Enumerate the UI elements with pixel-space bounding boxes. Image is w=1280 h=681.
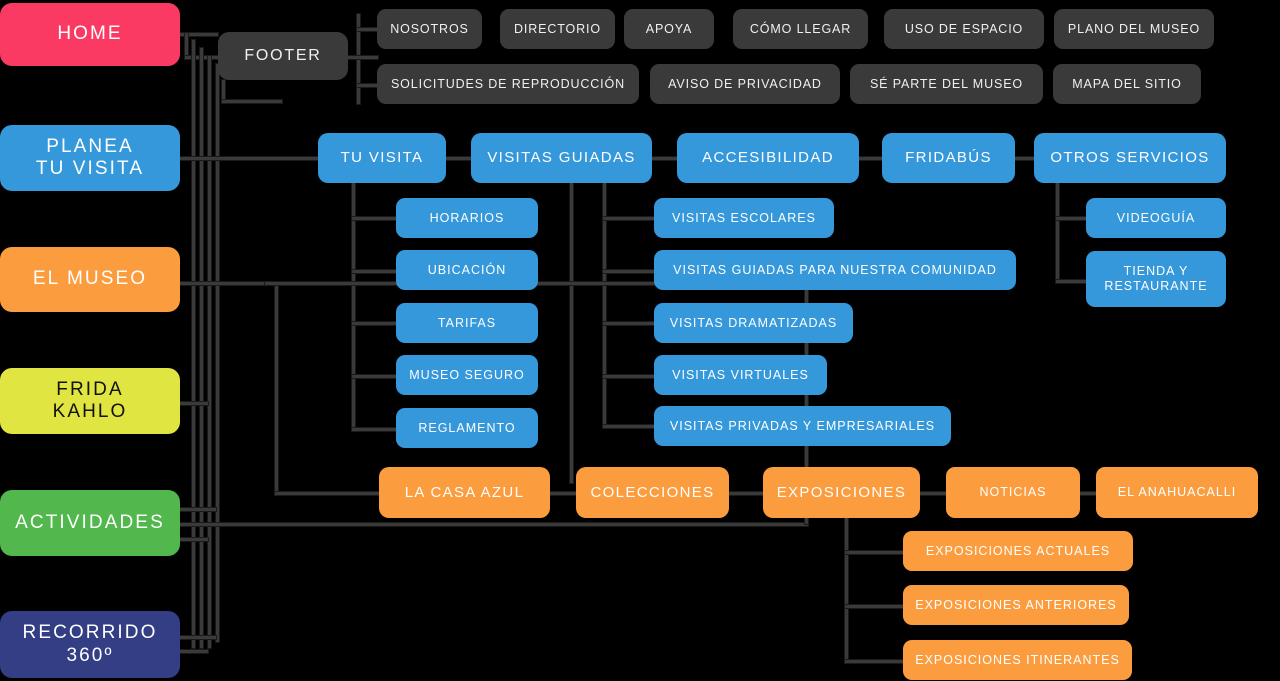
connector	[185, 33, 188, 58]
connector	[603, 217, 655, 220]
node-noticias[interactable]: NOTICIAS	[946, 467, 1080, 518]
footer-link-se-parte-del-museo[interactable]: SÉ PARTE DEL MUSEO	[850, 64, 1043, 104]
connector	[275, 282, 278, 494]
connector	[651, 157, 679, 160]
connector	[1056, 217, 1088, 220]
connector	[352, 270, 397, 273]
node-exposiciones-itinerantes[interactable]: EXPOSICIONES ITINERANTES	[903, 640, 1132, 680]
connector	[348, 56, 378, 59]
nav-item-el-museo[interactable]: EL MUSEO	[0, 247, 180, 312]
connector	[178, 402, 208, 405]
node-exposiciones-actuales[interactable]: EXPOSICIONES ACTUALES	[903, 531, 1133, 571]
node-tarifas[interactable]: TARIFAS	[396, 303, 538, 343]
node-la-casa-azul[interactable]: LA CASA AZUL	[379, 467, 550, 518]
nav-item-actividades[interactable]: ACTIVIDADES	[0, 490, 180, 556]
connector	[845, 551, 905, 554]
connector	[1080, 492, 1098, 495]
node-visitas-dramatizadas[interactable]: VISITAS DRAMATIZADAS	[654, 303, 853, 343]
nav-item-recorrido-360[interactable]: RECORRIDO 360º	[0, 611, 180, 678]
footer-link-apoya[interactable]: APOYA	[624, 9, 714, 49]
connector	[603, 425, 655, 428]
connector	[352, 217, 397, 220]
connector	[1013, 157, 1035, 160]
connector	[178, 650, 208, 653]
footer-node[interactable]: FOOTER	[218, 32, 348, 80]
connector	[550, 492, 590, 495]
connector	[805, 282, 808, 524]
connector	[603, 183, 606, 425]
connector	[1056, 280, 1088, 283]
connector	[445, 157, 473, 160]
connector	[603, 375, 655, 378]
connector	[178, 282, 278, 285]
nav-item-frida-kahlo[interactable]: FRIDA KAHLO	[0, 368, 180, 434]
connector	[570, 183, 573, 483]
connector	[178, 157, 323, 160]
node-videoguia[interactable]: VIDEOGUÍA	[1086, 198, 1226, 238]
footer-link-uso-de-espacio[interactable]: USO DE ESPACIO	[884, 9, 1044, 49]
node-exposiciones[interactable]: EXPOSICIONES	[763, 467, 920, 518]
node-visitas-virtuales[interactable]: VISITAS VIRTUALES	[654, 355, 827, 395]
connector	[357, 14, 360, 104]
connector	[222, 80, 225, 102]
node-otros-servicios[interactable]: OTROS SERVICIOS	[1034, 133, 1226, 183]
connector	[845, 605, 905, 608]
connector	[200, 48, 203, 648]
connector	[178, 636, 216, 639]
connector	[920, 492, 948, 495]
connector	[208, 56, 211, 648]
node-ubicacion[interactable]: UBICACIÓN	[396, 250, 538, 290]
node-visitas-privadas-empresariales[interactable]: VISITAS PRIVADAS Y EMPRESARIALES	[654, 406, 951, 446]
node-exposiciones-anteriores[interactable]: EXPOSICIONES ANTERIORES	[903, 585, 1129, 625]
node-accesibilidad[interactable]: ACCESIBILIDAD	[677, 133, 859, 183]
node-museo-seguro[interactable]: MUSEO SEGURO	[396, 355, 538, 395]
connector	[1056, 183, 1059, 283]
footer-link-como-llegar[interactable]: CÓMO LLEGAR	[733, 9, 868, 49]
connector	[352, 428, 397, 431]
connector	[178, 33, 218, 36]
connector	[352, 183, 355, 430]
node-visitas-escolares[interactable]: VISITAS ESCOLARES	[654, 198, 834, 238]
connector	[352, 322, 397, 325]
node-colecciones[interactable]: COLECCIONES	[576, 467, 729, 518]
connector	[216, 64, 219, 642]
connector	[357, 84, 380, 87]
connector	[729, 492, 764, 495]
connector	[222, 100, 282, 103]
node-fridabus[interactable]: FRIDABÚS	[882, 133, 1015, 183]
connector	[603, 270, 655, 273]
footer-link-aviso-de-privacidad[interactable]: AVISO DE PRIVACIDAD	[650, 64, 840, 104]
footer-link-mapa-del-sitio[interactable]: MAPA DEL SITIO	[1053, 64, 1201, 104]
connector	[845, 518, 848, 663]
node-tu-visita[interactable]: TU VISITA	[318, 133, 446, 183]
connector	[275, 492, 380, 495]
connector	[357, 28, 380, 31]
connector	[178, 523, 808, 526]
node-tienda-restaurante[interactable]: TIENDA Y RESTAURANTE	[1086, 251, 1226, 307]
nav-item-home[interactable]: HOME	[0, 3, 180, 66]
node-visitas-guiadas[interactable]: VISITAS GUIADAS	[471, 133, 652, 183]
connector	[352, 375, 397, 378]
footer-link-solicitudes-reproduccion[interactable]: SOLICITUDES DE REPRODUCCIÓN	[377, 64, 639, 104]
connector	[192, 40, 195, 648]
nav-item-planea-tu-visita[interactable]: PLANEA TU VISITA	[0, 125, 180, 191]
connector	[178, 538, 208, 541]
node-horarios[interactable]: HORARIOS	[396, 198, 538, 238]
connector	[858, 157, 884, 160]
node-el-anahuacalli[interactable]: EL ANAHUACALLI	[1096, 467, 1258, 518]
footer-link-directorio[interactable]: DIRECTORIO	[500, 9, 615, 49]
node-visitas-guiadas-comunidad[interactable]: VISITAS GUIADAS PARA NUESTRA COMUNIDAD	[654, 250, 1016, 290]
node-reglamento[interactable]: REGLAMENTO	[396, 408, 538, 448]
connector	[178, 508, 216, 511]
footer-link-nosotros[interactable]: NOSOTROS	[377, 9, 482, 49]
connector	[845, 660, 905, 663]
connector	[603, 322, 655, 325]
footer-link-plano-del-museo[interactable]: PLANO DEL MUSEO	[1054, 9, 1214, 49]
